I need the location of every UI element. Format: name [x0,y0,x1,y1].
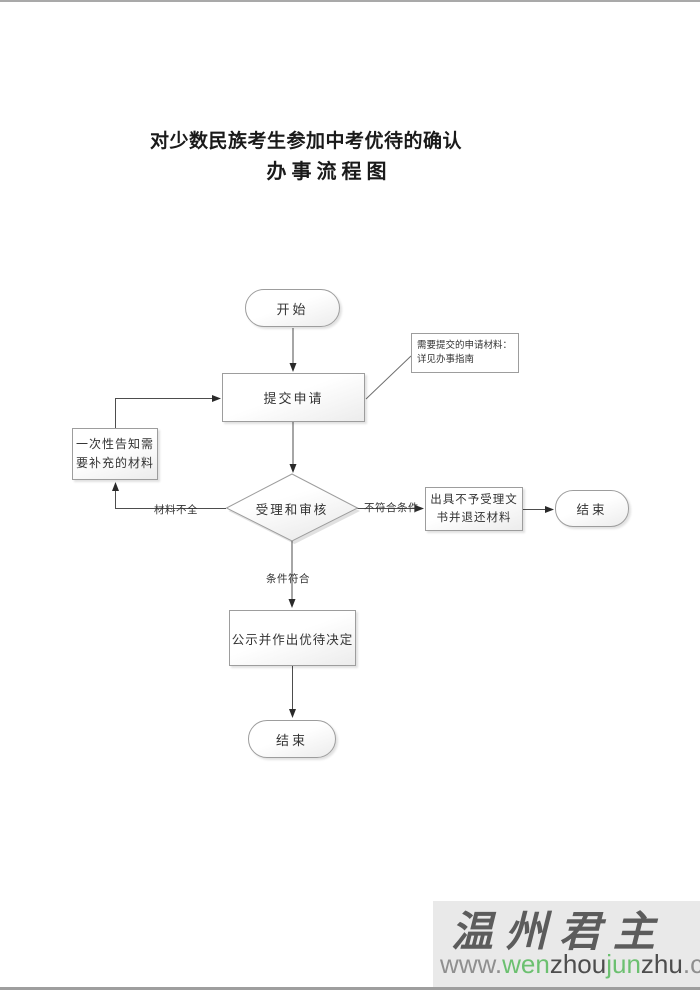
arrowhead-review-to-reject [415,505,424,512]
submit-node-label: 提交申请 [263,391,324,406]
end-node-right: 结束 [555,490,629,527]
reject-line1: 出具不予受理文 [430,494,518,506]
watermark-url-jun: jun [606,949,641,979]
arrowhead-supplement-to-submit [212,395,221,402]
reject-node: 出具不予受理文 书并退还材料 [425,487,523,531]
arrowhead-publicize-to-end [289,709,296,718]
review-node: 受理和审核 [226,496,358,520]
supplement-line2: 要补充的材料 [75,456,154,470]
arrow-supplement-to-submit [115,398,213,428]
arrow-review-to-supplement [115,490,226,509]
arrowhead-review-to-supplement [112,482,119,491]
watermark-url: www.wenzhoujunzhu.com [440,949,700,980]
page-title-line2: 办事流程图 [266,161,392,183]
watermark-url-com: .com [682,949,700,979]
arrowhead-submit-to-review [289,464,297,473]
edge-label-incomplete: 材料不全 [154,504,198,516]
page-top-edge [0,0,700,2]
end-node-bottom-label: 结束 [275,732,308,748]
edge-label-not-qualified: 不符合条件 [364,502,419,514]
review-node-label: 受理和审核 [255,502,329,517]
note-line2: 详见办事指南 [417,353,475,365]
note-line1: 需要提交的申请材料： [417,340,513,351]
watermark-url-zhu: zhu [640,949,683,979]
end-node-right-label: 结束 [576,503,608,517]
supplement-line1: 一次性告知需 [75,437,154,451]
supplement-node: 一次性告知需 要补充的材料 [72,428,158,480]
watermark: 温州君主 www.wenzhoujunzhu.com [433,901,700,990]
submit-node: 提交申请 [222,373,365,422]
watermark-url-www: www. [440,949,503,979]
start-node: 开始 [245,289,340,327]
line-submit-to-note [365,355,412,400]
arrowhead-reject-to-end [545,506,554,513]
publicize-node-label: 公示并作出优待决定 [231,632,354,647]
reject-line2: 书并退还材料 [436,512,512,524]
watermark-url-wen: wen [502,949,550,979]
page-bottom-edge [0,987,700,990]
arrowhead-review-to-publicize [288,599,296,608]
end-node-bottom: 结束 [248,720,336,758]
page-title-line1: 对少数民族考生参加中考优待的确认 [149,131,462,152]
watermark-brand: 温州君主 [451,907,668,956]
arrowhead-start-to-submit [289,363,297,372]
start-node-label: 开始 [276,301,309,317]
watermark-url-zhou: zhou [549,949,607,979]
publicize-node: 公示并作出优待决定 [229,610,356,666]
edge-label-qualified: 条件符合 [266,573,310,585]
note-box: 需要提交的申请材料： 详见办事指南 [411,333,519,373]
